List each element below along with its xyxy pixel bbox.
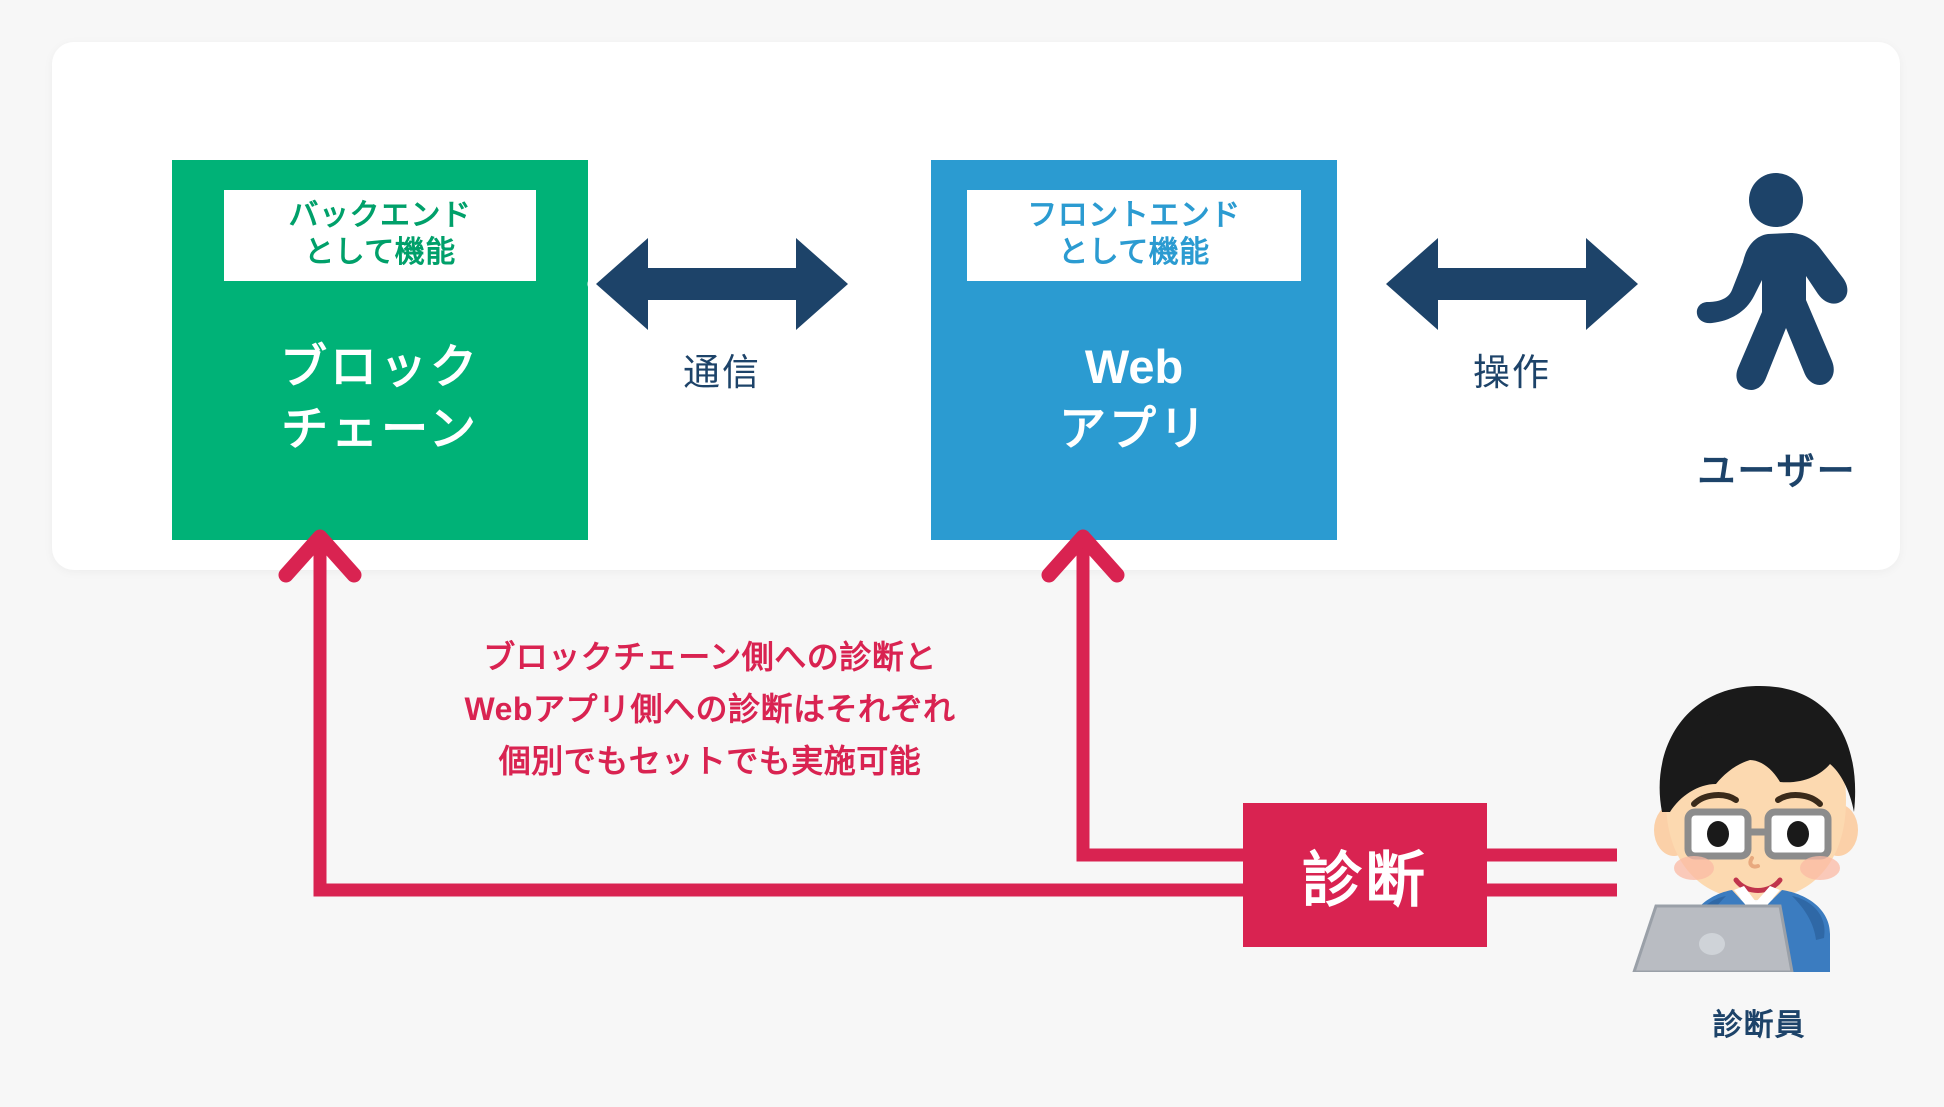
webapp-role-line1: フロントエンド	[1027, 199, 1241, 232]
webapp-title-line1: Web	[1084, 340, 1184, 393]
webapp-title: Web アプリ	[931, 336, 1337, 460]
diagnosis-note-line2: Webアプリ側への診断はそれぞれ	[464, 690, 956, 727]
user-caption: ユーザー	[1697, 451, 1857, 493]
walking-person-icon	[1694, 172, 1854, 412]
inspector-caption: 診断員	[1712, 1009, 1806, 1042]
diagnosis-note: ブロックチェーン側への診断と Webアプリ側への診断はそれぞれ 個別でもセットで…	[380, 632, 1040, 787]
diagnosis-note-line1: ブロックチェーン側への診断と	[483, 639, 937, 675]
blockchain-title: ブロック チェーン	[172, 336, 588, 460]
blockchain-block: バックエンド として機能 ブロック チェーン	[172, 160, 588, 540]
webapp-title-line2: アプリ	[1059, 402, 1209, 456]
architecture-card: バックエンド として機能 ブロック チェーン 通信 フロントエンド として機能	[52, 42, 1900, 570]
operation-label: 操作	[1473, 352, 1551, 393]
blockchain-role-line1: バックエンド	[288, 199, 472, 232]
diagnosis-note-line3: 個別でもセットでも実施可能	[498, 742, 922, 779]
person-with-laptop-illustration	[1631, 672, 1886, 974]
blockchain-role-tag: バックエンド として機能	[224, 190, 536, 282]
blockchain-title-line2: チェーン	[281, 402, 479, 456]
webapp-role-tag: フロントエンド として機能	[967, 190, 1301, 282]
blockchain-role-line2: として機能	[304, 235, 456, 269]
communication-label: 通信	[683, 352, 761, 393]
diagnosis-box: 診断	[1243, 803, 1487, 947]
diagnosis-box-label: 診断	[1302, 846, 1428, 914]
operation-double-arrow-icon	[1372, 224, 1652, 344]
webapp-role-line2: として機能	[1058, 235, 1210, 269]
communication-double-arrow-icon	[582, 224, 862, 344]
webapp-block: フロントエンド として機能 Web アプリ	[931, 160, 1337, 540]
blockchain-title-line1: ブロック	[280, 340, 480, 393]
